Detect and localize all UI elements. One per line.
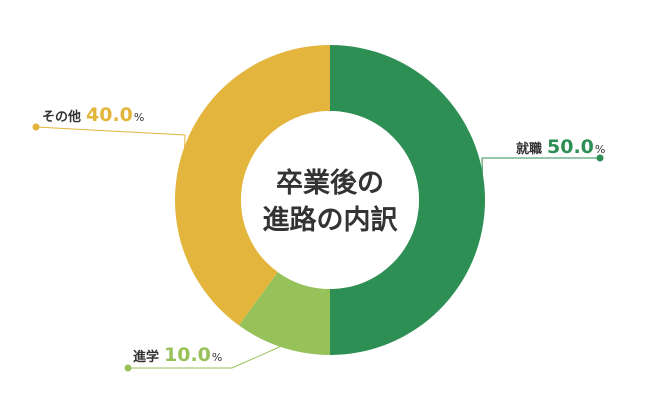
slice-label-unit: % bbox=[595, 143, 605, 156]
leader-line-0 bbox=[481, 157, 600, 201]
slice-callouts: 就職 50.0% 進学 10.0% その他 40.0% bbox=[32, 104, 605, 372]
slice-2 bbox=[174, 45, 330, 326]
chart-title-line-2: 進路の内訳 bbox=[263, 204, 399, 236]
slice-label-name: その他 bbox=[42, 109, 81, 125]
slice-label-0: 就職 50.0% bbox=[516, 136, 605, 158]
leader-line-1 bbox=[128, 345, 283, 369]
slice-label-1: 進学 10.0% bbox=[133, 344, 222, 366]
leader-dot-0 bbox=[596, 154, 604, 162]
slice-label-unit: % bbox=[212, 351, 222, 364]
slice-label-name: 進学 bbox=[133, 349, 159, 365]
slice-label-2: その他 40.0% bbox=[42, 104, 144, 126]
slice-0 bbox=[330, 45, 485, 355]
slice-label-value: 40.0 bbox=[86, 104, 133, 126]
slice-label-value: 50.0 bbox=[547, 136, 594, 158]
slice-label-value: 10.0 bbox=[164, 344, 211, 366]
leader-dot-1 bbox=[124, 364, 132, 372]
chart-title-line-1: 卒業後の bbox=[276, 167, 384, 199]
leader-dot-2 bbox=[32, 123, 40, 131]
slice-label-unit: % bbox=[134, 111, 144, 124]
donut-hole bbox=[241, 111, 419, 289]
slice-label-name: 就職 bbox=[516, 141, 542, 157]
slice-1 bbox=[238, 272, 330, 355]
leader-line-2 bbox=[35, 126, 186, 153]
donut-slices bbox=[174, 45, 485, 355]
